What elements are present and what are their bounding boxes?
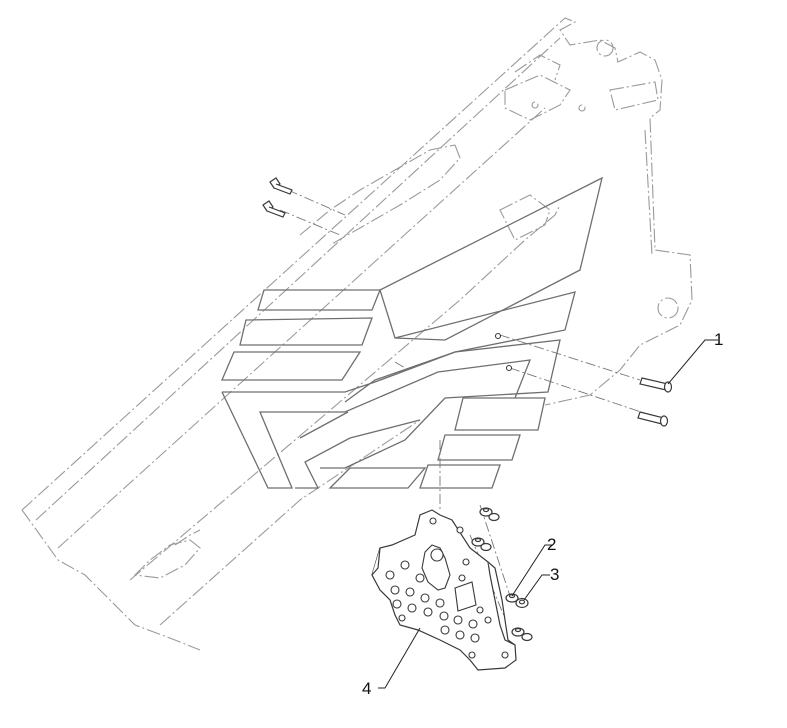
washer-callout-3	[515, 597, 529, 609]
nut-mid-2	[480, 542, 492, 552]
leader-line-2	[511, 544, 552, 597]
bolt-upper-2	[262, 200, 286, 218]
decal-hole	[494, 332, 502, 340]
upper-bolts	[262, 177, 293, 218]
bolt-upper-1	[269, 177, 293, 195]
callout-2: 2	[511, 535, 556, 597]
bolt-1a	[639, 377, 673, 393]
leader-line-1	[667, 339, 718, 385]
decal-hole	[505, 364, 513, 372]
bolt-1b	[637, 411, 669, 427]
leader-line-4	[378, 627, 421, 689]
boom-phantom-outline	[21, 17, 693, 651]
callout-label-1: 1	[714, 330, 723, 349]
callout-label-2: 2	[547, 535, 556, 554]
bolts-callout-1	[494, 332, 673, 427]
nut-lower-2	[521, 632, 533, 642]
callout-1: 1	[667, 330, 723, 385]
nut-lower-1	[511, 627, 525, 637]
nut-top-1	[479, 507, 493, 517]
nut-mid-1	[471, 537, 485, 547]
leader-line-3	[523, 574, 550, 601]
callout-3: 3	[523, 565, 559, 601]
nuts-and-washers	[471, 507, 533, 642]
callout-label-4: 4	[362, 679, 371, 698]
assembly-centerlines	[279, 189, 651, 631]
decal-stripes	[221, 176, 603, 489]
callout-4: 4	[362, 627, 421, 698]
nut-top-2	[488, 512, 500, 522]
callout-label-3: 3	[550, 565, 559, 584]
bracket-plate	[371, 509, 517, 671]
